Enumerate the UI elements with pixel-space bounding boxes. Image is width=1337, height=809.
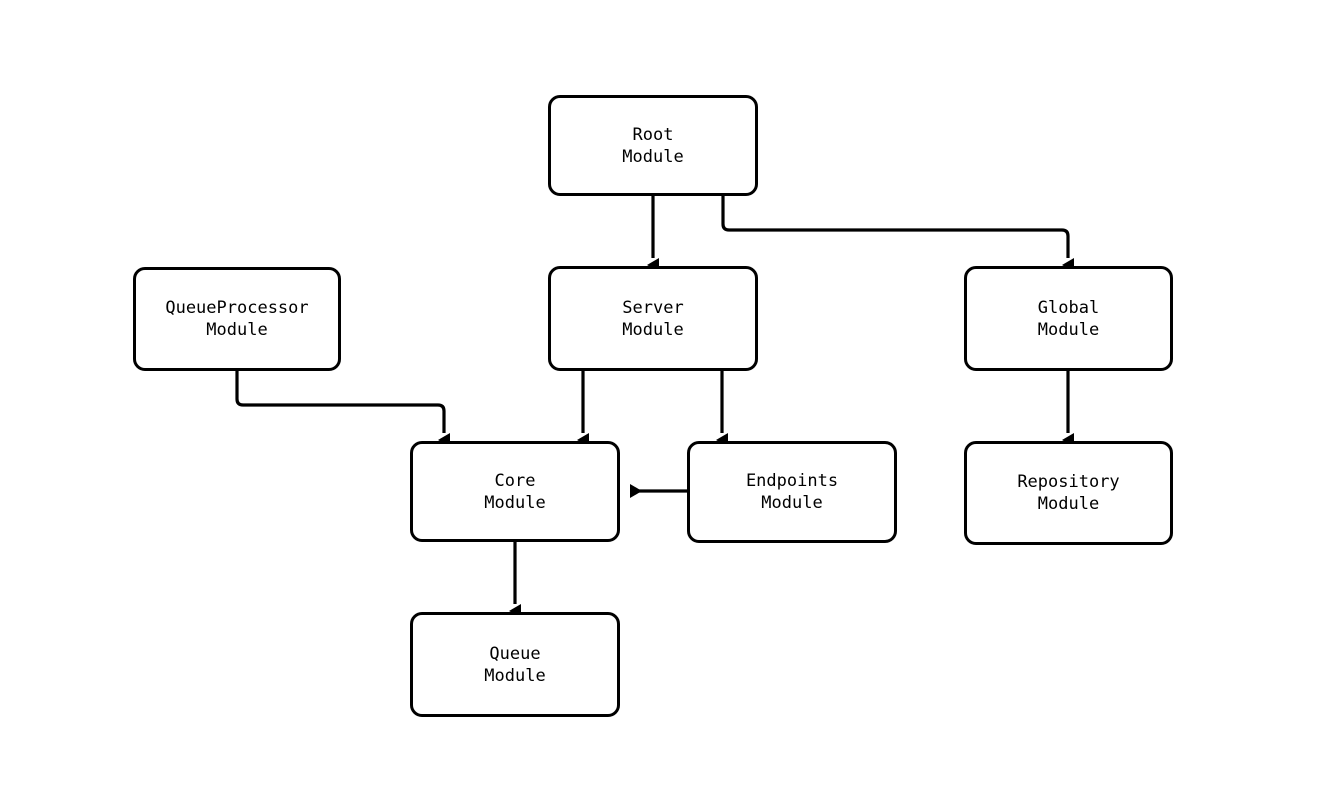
node-root-module[interactable]: Root Module — [548, 95, 758, 196]
node-root-module-line1: Root — [632, 124, 674, 145]
node-queueprocessor-module-line1: QueueProcessor — [165, 298, 309, 318]
node-core-module-line2: Module — [484, 492, 546, 513]
node-queueprocessor-module-line2: Module — [206, 320, 268, 340]
node-repository-module-line1: Repository — [1017, 472, 1120, 492]
node-queue-module-line1: Queue — [489, 643, 541, 664]
node-core-module-line1: Core — [494, 470, 536, 491]
node-repository-module[interactable]: Repository Module — [964, 441, 1173, 545]
edge-queueprocessor-to-core — [235, 371, 450, 447]
node-root-module-line2: Module — [622, 146, 684, 167]
node-global-module-line1: Global — [1037, 297, 1100, 318]
node-queue-module-line2: Module — [484, 665, 546, 686]
node-queueprocessor-module[interactable]: QueueProcessor Module — [133, 267, 341, 371]
node-server-module[interactable]: Server Module — [548, 266, 758, 371]
node-repository-module-line2: Module — [1037, 494, 1100, 514]
node-queue-module[interactable]: Queue Module — [410, 612, 620, 717]
node-endpoints-module[interactable]: Endpoints Module — [687, 441, 897, 543]
node-endpoints-module-line2: Module — [761, 493, 823, 513]
node-core-module[interactable]: Core Module — [410, 441, 620, 542]
node-endpoints-module-line1: Endpoints — [745, 471, 839, 491]
edge-root-to-global — [721, 196, 1074, 272]
node-server-module-line2: Module — [622, 319, 684, 340]
node-global-module[interactable]: Global Module — [964, 266, 1173, 371]
node-server-module-line1: Server — [622, 297, 684, 318]
node-global-module-line2: Module — [1037, 319, 1100, 340]
